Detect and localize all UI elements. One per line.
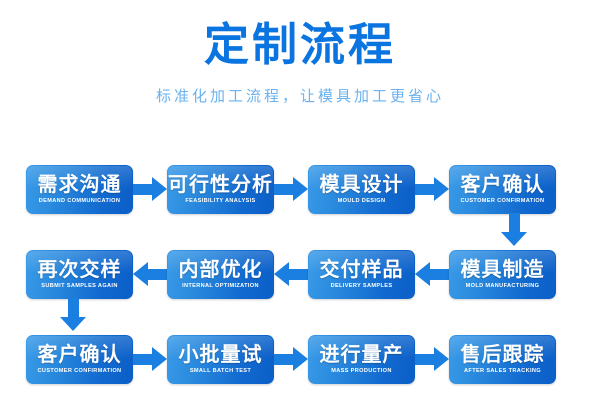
step-mould-design[interactable]: 模具设计 MOULD DESIGN: [308, 164, 415, 214]
step-label-cn: 模具制造: [460, 256, 545, 281]
process-row-3: 客户确认 CUSTOMER CONFIRMATION 小批量试 SMALL BA…: [0, 333, 600, 385]
step-mass-production[interactable]: 进行量产 MASS PRODUCTION: [308, 334, 415, 384]
step-label-cn: 进行量产: [319, 341, 404, 366]
step-label-en: AFTER SALES TRACKING: [464, 367, 541, 374]
arrow-left-icon: [133, 261, 167, 287]
step-label-en: CUSTOMER CONFIRMATION: [37, 367, 122, 374]
header: 定制流程 标准化加工流程，让模具加工更省心: [0, 0, 600, 145]
step-customer-confirmation-1[interactable]: 客户确认 CUSTOMER CONFIRMATION: [449, 164, 556, 214]
step-label-cn: 小批量试: [178, 341, 263, 366]
step-label-cn: 模具设计: [319, 171, 404, 196]
step-after-sales-tracking[interactable]: 售后跟踪 AFTER SALES TRACKING: [449, 334, 556, 384]
step-label-en: DELIVERY SAMPLES: [330, 282, 393, 289]
step-customer-confirmation-2[interactable]: 客户确认 CUSTOMER CONFIRMATION: [26, 334, 133, 384]
step-label-cn: 可行性分析: [168, 171, 273, 196]
step-small-batch-test[interactable]: 小批量试 SMALL BATCH TEST: [167, 334, 274, 384]
page-subtitle: 标准化加工流程，让模具加工更省心: [155, 87, 444, 106]
step-label-cn: 客户确认: [460, 171, 545, 196]
arrow-right-icon: [274, 346, 308, 372]
step-label-en: MASS PRODUCTION: [331, 367, 392, 374]
step-label-en: MOULD DESIGN: [337, 197, 386, 204]
arrow-right-icon: [133, 346, 167, 372]
step-label-en: SUBMIT SAMPLES AGAIN: [41, 282, 118, 289]
step-label-en: DEMAND COMMUNICATION: [38, 197, 121, 204]
step-label-cn: 内部优化: [178, 256, 263, 281]
step-label-en: SMALL BATCH TEST: [189, 367, 252, 374]
step-label-en: CUSTOMER CONFIRMATION: [460, 197, 545, 204]
step-label-en: INTERNAL OPTIMIZATION: [182, 282, 259, 289]
arrow-right-icon: [415, 346, 449, 372]
arrow-left-icon: [415, 261, 449, 287]
page-title: 定制流程: [203, 18, 396, 71]
arrow-down-icon: [501, 213, 527, 246]
step-delivery-samples[interactable]: 交付样品 DELIVERY SAMPLES: [308, 249, 415, 299]
arrow-left-icon: [274, 261, 308, 287]
arrow-right-icon: [274, 176, 308, 202]
arrow-right-icon: [415, 176, 449, 202]
process-row-2: 再次交样 SUBMIT SAMPLES AGAIN 内部优化 INTERNAL …: [0, 248, 600, 300]
arrow-down-icon: [60, 298, 86, 331]
step-feasibility-analysis[interactable]: 可行性分析 FEASIBILITY ANALYSIS: [167, 164, 274, 214]
process-row-1: 需求沟通 DEMAND COMMUNICATION 可行性分析 FEASIBIL…: [0, 163, 600, 215]
step-label-en: MOLD MANUFACTURING: [465, 282, 540, 289]
step-label-cn: 客户确认: [37, 341, 122, 366]
step-label-cn: 需求沟通: [37, 171, 122, 196]
step-mold-manufacturing[interactable]: 模具制造 MOLD MANUFACTURING: [449, 249, 556, 299]
step-internal-optimization[interactable]: 内部优化 INTERNAL OPTIMIZATION: [167, 249, 274, 299]
step-label-cn: 再次交样: [37, 256, 122, 281]
step-label-en: FEASIBILITY ANALYSIS: [185, 197, 256, 204]
step-label-cn: 交付样品: [319, 256, 404, 281]
step-label-cn: 售后跟踪: [460, 341, 545, 366]
arrow-right-icon: [133, 176, 167, 202]
process-flow: 需求沟通 DEMAND COMMUNICATION 可行性分析 FEASIBIL…: [0, 150, 600, 401]
step-submit-samples-again[interactable]: 再次交样 SUBMIT SAMPLES AGAIN: [26, 249, 133, 299]
step-demand-communication[interactable]: 需求沟通 DEMAND COMMUNICATION: [26, 164, 133, 214]
